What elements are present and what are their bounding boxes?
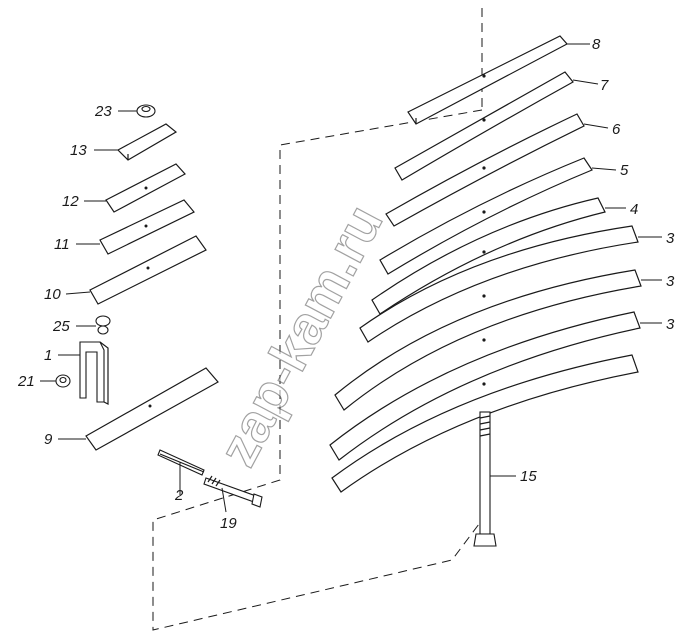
nut-21 [55,374,71,388]
rod-2 [157,449,205,476]
callout-5: 5 [620,162,629,179]
clamp-1 [79,341,109,405]
leaf-3b [334,269,642,411]
callout-2: 2 [174,487,184,504]
bolt-19 [203,475,263,508]
leader-10 [65,291,91,295]
callout-21: 21 [17,373,35,390]
plate-9 [85,367,219,451]
leader-19 [221,487,227,513]
leaf-8 [407,35,568,125]
callout-9: 9 [44,431,53,448]
leaf-5 [379,157,593,275]
callout-13: 13 [70,142,87,159]
callout-11: 11 [54,236,70,253]
leaf-main [331,354,639,493]
callout-23: 23 [94,103,112,120]
leader-5 [591,167,617,171]
assembly-guide-line [152,8,483,631]
callout-8: 8 [592,36,601,53]
leader-7 [572,79,599,85]
callout-25: 25 [52,318,70,335]
callout-12: 12 [62,193,79,210]
callout-19: 19 [220,515,237,532]
leaf-3c [329,311,641,461]
pad-13 [117,123,178,161]
pad-11 [99,199,195,255]
nut-23 [136,104,156,118]
leaf-3a [359,225,639,343]
callout-3a: 3 [666,230,675,247]
leaf-6 [385,113,585,227]
pad-12 [105,163,186,213]
center-bolt-15 [473,411,497,547]
pad-10 [89,235,207,305]
bushing-25 [95,315,111,335]
callout-3b: 3 [666,273,675,290]
callout-1: 1 [44,347,52,364]
leader-6 [583,123,609,129]
callout-15: 15 [520,468,537,485]
leaf-4 [371,197,606,315]
callout-3c: 3 [666,316,675,333]
callout-7: 7 [600,77,609,94]
callout-10: 10 [44,286,61,303]
leaf-7 [394,71,574,181]
callout-6: 6 [612,121,621,138]
callout-4: 4 [630,201,638,218]
